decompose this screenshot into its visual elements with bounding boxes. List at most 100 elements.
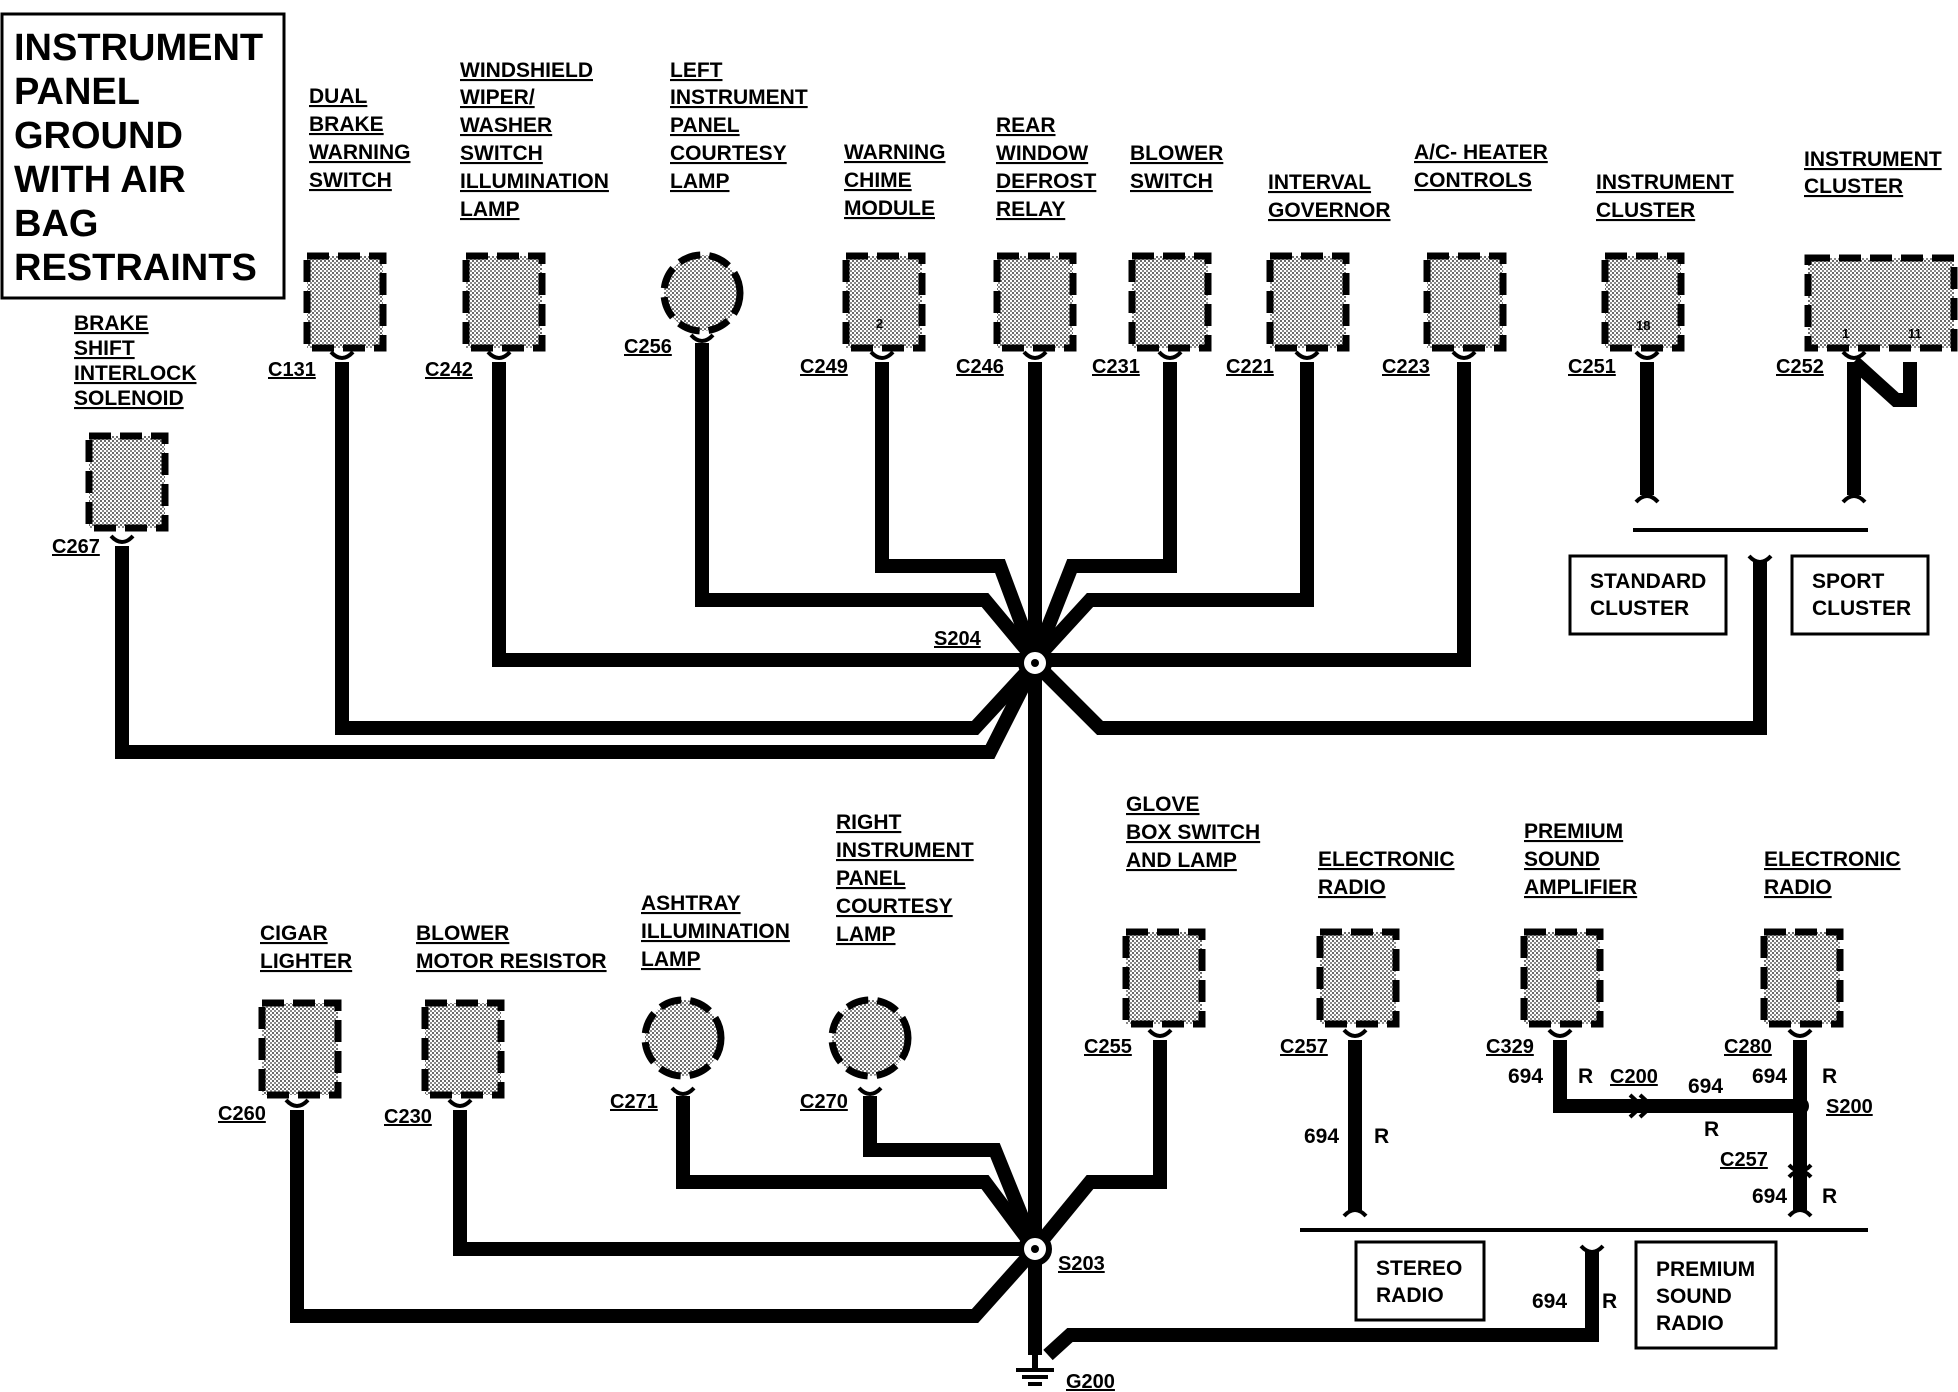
option-sport-cluster: SPORT CLUSTER [1790, 554, 1930, 636]
label-glove-3: AND LAMP [1126, 849, 1237, 872]
label-left-courtesy-5: LAMP [670, 170, 730, 193]
rear-defrost-relay-component [993, 252, 1077, 352]
lower-harness-wires [290, 1040, 1868, 1361]
connector-c249: C249 [800, 356, 848, 378]
sport-pin-1: 1 [1842, 326, 1849, 341]
connector-c257-amp: C257 [1720, 1149, 1768, 1171]
connector-c131: C131 [268, 359, 316, 381]
circuit-694-amp: 694 [1508, 1065, 1543, 1088]
label-s200: S200 [1826, 1096, 1873, 1118]
label-interval-1: INTERVAL [1268, 171, 1371, 194]
option-premium-radio: PREMIUM SOUND RADIO [1634, 1240, 1778, 1350]
chime-pin: 2 [876, 316, 883, 331]
label-glove-2: BOX SWITCH [1126, 821, 1260, 844]
label-premium-3: RADIO [1656, 1312, 1724, 1335]
electronic-radio-1-component [1316, 928, 1400, 1028]
wire-c255 [1029, 1040, 1167, 1254]
label-dual-brake-1: DUAL [309, 85, 367, 108]
label-s203: S203 [1058, 1253, 1105, 1275]
interval-governor-component [1266, 252, 1350, 352]
wire-c256 [695, 343, 1041, 665]
cluster-pin: 18 [1636, 318, 1650, 333]
wire-c267 [115, 546, 1042, 759]
label-interval-2: GOVERNOR [1268, 199, 1391, 222]
label-rear-defrost-2: WINDOW [996, 142, 1088, 165]
title-line-6: RESTRAINTS [14, 247, 257, 289]
circuit-694-radio2: 694 [1752, 1065, 1787, 1088]
label-glove-1: GLOVE [1126, 793, 1200, 816]
label-cigar-1: CIGAR [260, 922, 328, 945]
connector-c242: C242 [425, 359, 473, 381]
label-blower-resistor-1: BLOWER [416, 922, 509, 945]
connector-c255: C255 [1084, 1036, 1132, 1058]
label-cluster-sport-2: CLUSTER [1804, 175, 1903, 198]
label-brake-shift-3: INTERLOCK [74, 362, 197, 385]
splice-s204 [1018, 646, 1052, 680]
label-radio1-2: RADIO [1318, 876, 1386, 899]
label-wiper-1: WINDSHIELD [460, 59, 593, 82]
wire-c329 [1553, 1040, 1800, 1113]
wire-c131 [335, 362, 1041, 735]
premium-amplifier-component [1520, 928, 1604, 1028]
glove-box-switch-component [1122, 928, 1206, 1028]
label-right-courtesy-3: PANEL [836, 867, 906, 890]
connector-c200: C200 [1610, 1066, 1658, 1088]
wire-c260 [290, 1110, 1041, 1323]
label-blower-resistor-2: MOTOR RESISTOR [416, 950, 607, 973]
connector-pins [109, 333, 1867, 1254]
connector-labels: C131 C242 C256 C249 C246 C231 C221 C223 … [52, 336, 1824, 1171]
title-line-3: GROUND [14, 115, 183, 157]
label-wiper-5: ILLUMINATION [460, 170, 609, 193]
label-chime-3: MODULE [844, 197, 935, 220]
connector-c251: C251 [1568, 356, 1616, 378]
wire-c221 [1029, 362, 1314, 665]
component-labels: DUAL BRAKE WARNING SWITCH WINDSHIELD WIP… [74, 59, 1942, 973]
label-sport-2: CLUSTER [1812, 597, 1911, 620]
color-r-lower: R [1822, 1185, 1837, 1208]
sport-pin-11: 11 [1908, 326, 1922, 341]
wire-c249 [875, 362, 1042, 663]
color-r-radio1: R [1374, 1125, 1389, 1148]
wire-c230 [453, 1110, 1035, 1256]
label-s204: S204 [934, 628, 982, 650]
label-cigar-2: LIGHTER [260, 950, 352, 973]
title-block: INSTRUMENT PANEL GROUND WITH AIR BAG RES… [0, 12, 286, 300]
label-brake-shift-4: SOLENOID [74, 387, 184, 410]
component-boxes [85, 251, 1958, 1099]
label-standard-1: STANDARD [1590, 570, 1706, 593]
label-rear-defrost-3: DEFROST [996, 170, 1097, 193]
label-blower-switch-1: BLOWER [1130, 142, 1223, 165]
wire-c271 [676, 1096, 1041, 1254]
circuit-labels: 694 R 694 R 694 R 694 R 694 R 694 R [1304, 1065, 1837, 1313]
connector-c260: C260 [218, 1103, 266, 1125]
label-dual-brake-2: BRAKE [309, 113, 384, 136]
circuit-694-mid: 694 [1688, 1075, 1723, 1098]
label-amp-2: SOUND [1524, 848, 1600, 871]
label-right-courtesy-5: LAMP [836, 923, 896, 946]
label-dual-brake-4: SWITCH [309, 169, 392, 192]
label-cluster-std-2: CLUSTER [1596, 199, 1695, 222]
label-stereo-2: RADIO [1376, 1284, 1444, 1307]
connector-c231: C231 [1092, 356, 1140, 378]
label-stereo-1: STEREO [1376, 1257, 1462, 1280]
wire-c242 [492, 362, 1035, 667]
label-blower-switch-2: SWITCH [1130, 170, 1213, 193]
label-premium-1: PREMIUM [1656, 1258, 1755, 1281]
label-wiper-3: WASHER [460, 114, 552, 137]
upper-harness-wires [115, 343, 1917, 1249]
label-radio2-2: RADIO [1764, 876, 1832, 899]
circuit-694-radio1: 694 [1304, 1125, 1339, 1148]
connector-c271: C271 [610, 1091, 658, 1113]
wire-c223 [1035, 362, 1471, 667]
ac-heater-controls-component [1423, 252, 1507, 352]
circuit-694-lower: 694 [1752, 1185, 1787, 1208]
label-cluster-sport-1: INSTRUMENT [1804, 148, 1942, 171]
label-brake-shift-1: BRAKE [74, 312, 149, 335]
label-amp-1: PREMIUM [1524, 820, 1623, 843]
label-right-courtesy-1: RIGHT [836, 811, 902, 834]
label-radio2-1: ELECTRONIC [1764, 848, 1901, 871]
blower-switch-component [1128, 252, 1212, 352]
standard-cluster-component [1601, 252, 1685, 352]
label-rear-defrost-1: REAR [996, 114, 1056, 137]
connector-c270: C270 [800, 1091, 848, 1113]
